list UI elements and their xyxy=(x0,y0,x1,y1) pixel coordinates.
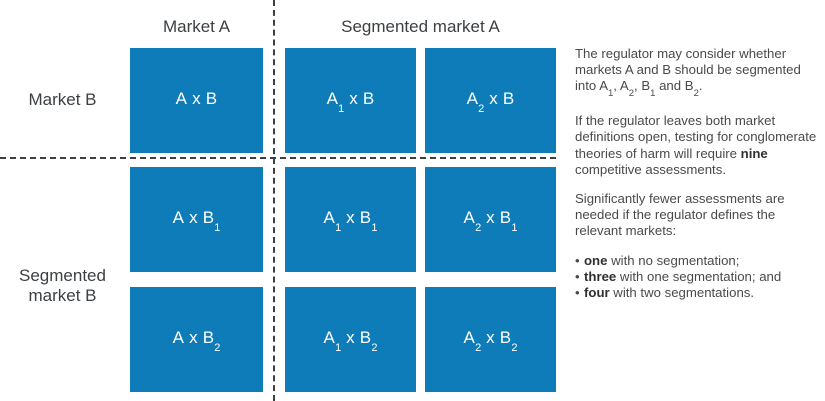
cell-label: A2 x B xyxy=(466,89,515,115)
cell-subscript-b: 2 xyxy=(511,341,518,354)
paragraph-fewer-assessments: Significantly fewer assessments are need… xyxy=(575,191,785,239)
subscript-b2: 2 xyxy=(693,88,699,100)
subscript-b1: 1 xyxy=(650,88,656,100)
matrix-cell-r1c2[interactable]: A1 x B xyxy=(285,48,416,153)
matrix-cell-r2c3[interactable]: A2 x B1 xyxy=(425,167,556,272)
cell-label: A x B1 xyxy=(172,208,221,234)
cell-subscript-b: 2 xyxy=(214,341,221,354)
row-header-segmented-market-b-line1: Segmented xyxy=(19,266,106,285)
cell-label: A1 x B1 xyxy=(323,208,378,234)
cell-subscript-b: 1 xyxy=(511,221,518,234)
emphasis-one: one xyxy=(584,252,608,268)
matrix-cell-r1c3[interactable]: A2 x B xyxy=(425,48,556,153)
list-item: four with two segmentations. xyxy=(575,285,823,301)
paragraph-nine-assessments: If the regulator leaves both market defi… xyxy=(575,113,817,177)
list-item: one with no segmentation; xyxy=(575,253,823,269)
cell-subscript-a: 1 xyxy=(335,341,342,354)
matrix-cell-r1c1[interactable]: A x B xyxy=(130,48,263,153)
row-header-segmented-market-b: Segmented market B xyxy=(0,266,125,306)
horizontal-dashed-divider xyxy=(0,157,556,159)
matrix-cell-r3c2[interactable]: A1 x B2 xyxy=(285,287,416,392)
cell-label: A x B2 xyxy=(172,328,221,354)
cell-subscript-a: 1 xyxy=(335,221,342,234)
segmentation-bullet-list: one with no segmentation; three with one… xyxy=(575,253,823,302)
emphasis-three: three xyxy=(584,268,617,284)
column-header-market-a: Market A xyxy=(162,17,231,36)
row-header-market-b: Market B xyxy=(28,90,97,109)
cell-label: A1 x B xyxy=(326,89,375,115)
cell-subscript-a: 1 xyxy=(338,102,345,115)
explanatory-text-panel: The regulator may consider whether marke… xyxy=(575,46,823,301)
vertical-dashed-divider xyxy=(273,0,275,401)
cell-subscript-b: 2 xyxy=(371,341,378,354)
matrix-cell-r3c3[interactable]: A2 x B2 xyxy=(425,287,556,392)
row-header-segmented-market-b-line2: market B xyxy=(28,286,97,305)
cell-subscript-a: 2 xyxy=(478,102,485,115)
subscript-a2: 2 xyxy=(628,88,634,100)
cell-label: A2 x B1 xyxy=(463,208,518,234)
cell-subscript-a: 2 xyxy=(475,341,482,354)
cell-subscript-b: 1 xyxy=(214,221,221,234)
paragraph-regulator-consider: The regulator may consider whether marke… xyxy=(575,46,801,100)
matrix-cell-r2c1[interactable]: A x B1 xyxy=(130,167,263,272)
emphasis-four: four xyxy=(584,285,610,301)
emphasis-nine: nine xyxy=(740,145,768,161)
cell-subscript-b: 1 xyxy=(371,221,378,234)
matrix-cell-r2c2[interactable]: A1 x B1 xyxy=(285,167,416,272)
cell-subscript-a: 2 xyxy=(475,221,482,234)
cell-label: A1 x B2 xyxy=(323,328,378,354)
cell-label: A x B xyxy=(175,89,218,109)
list-item: three with one segmentation; and xyxy=(575,269,823,285)
subscript-a1: 1 xyxy=(608,88,614,100)
matrix-cell-r3c1[interactable]: A x B2 xyxy=(130,287,263,392)
cell-label: A2 x B2 xyxy=(463,328,518,354)
column-header-segmented-market-a: Segmented market A xyxy=(341,17,500,36)
